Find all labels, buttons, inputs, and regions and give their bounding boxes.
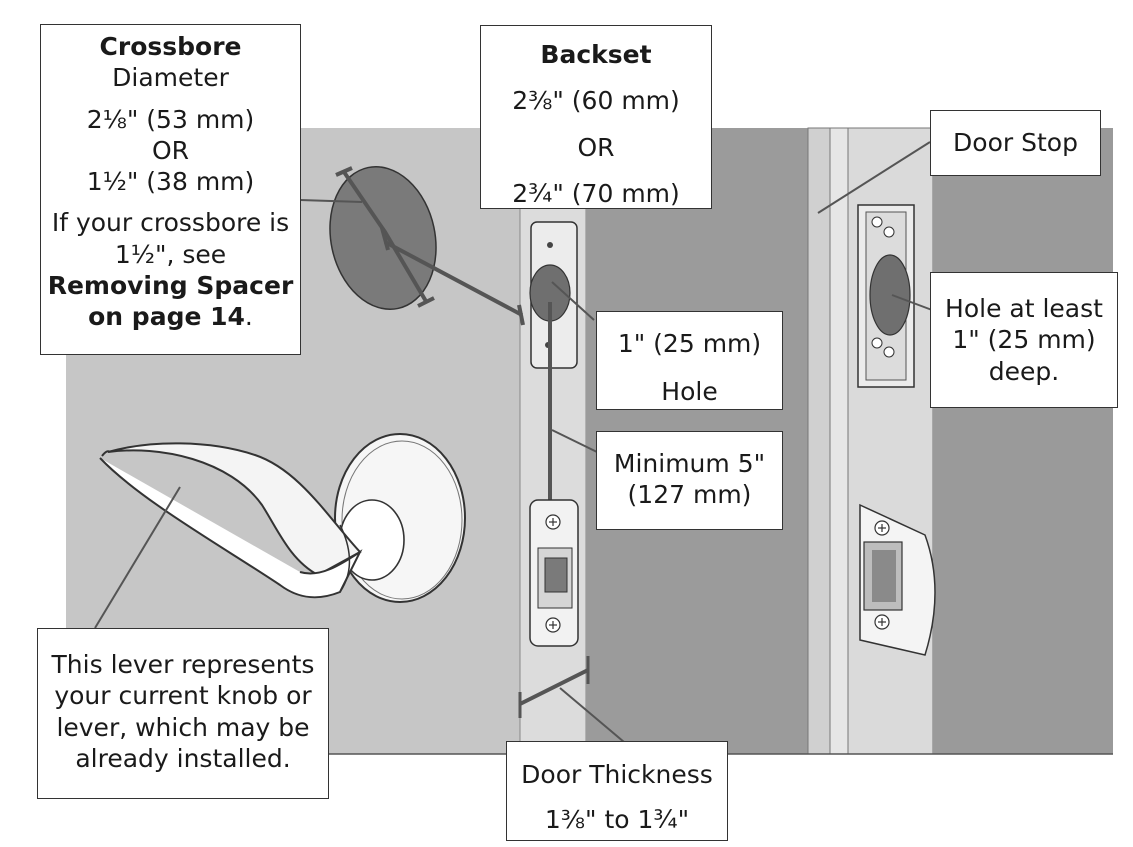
door-stop-label: Door Stop — [953, 128, 1078, 157]
crossbore-size-2: 1½" (38 mm) — [86, 167, 255, 196]
lever-note-line-2: your current knob or — [54, 681, 312, 711]
door-thickness-title: Door Thickness — [521, 760, 713, 789]
lever-note-callout: This lever represents your current knob … — [37, 628, 329, 799]
strike-hole — [869, 254, 911, 336]
hole-depth-line-2: 1" (25 mm) — [952, 325, 1096, 355]
crossbore-subtitle: Diameter — [112, 63, 229, 93]
backset-callout: Backset 2⅜" (60 mm) OR 2¾" (70 mm) — [480, 25, 712, 209]
hole-depth-line-1: Hole at least — [945, 294, 1103, 323]
lever-note-line-4: already installed. — [75, 743, 291, 773]
backset-size-1: 2⅜" (60 mm) — [512, 86, 680, 116]
hole-callout: 1" (25 mm) Hole — [596, 311, 783, 410]
crossbore-ref-2: on page 14 — [88, 302, 245, 331]
crossbore-ref-end: . — [244, 302, 253, 331]
crossbore-note-1: If your crossbore is — [51, 208, 290, 238]
door-stop-callout: Door Stop — [930, 110, 1101, 176]
crossbore-size-1: 2⅛" (53 mm) — [86, 104, 255, 134]
door-stop-face — [829, 127, 849, 755]
door-thickness-range: 1⅜" to 1¾" — [544, 805, 690, 834]
backset-title: Backset — [540, 40, 652, 69]
crossbore-or: OR — [151, 135, 190, 165]
lever-note-line-1: This lever represents — [51, 650, 315, 679]
lever-note-line-3: lever, which may be — [56, 712, 310, 742]
minimum-distance-callout: Minimum 5" (127 mm) — [596, 431, 783, 530]
minimum-line-2: (127 mm) — [627, 480, 752, 510]
backset-line — [384, 240, 523, 317]
door-thickness-callout: Door Thickness 1⅜" to 1¾" — [506, 741, 728, 841]
jamb-strip — [807, 127, 831, 755]
minimum-line-1: Minimum 5" — [613, 449, 766, 478]
crossbore-ref-1: Removing Spacer — [47, 270, 294, 300]
hole-depth-line-3: deep. — [988, 356, 1060, 386]
hole-depth-callout: Hole at least 1" (25 mm) deep. — [930, 272, 1118, 408]
hole-size: 1" (25 mm) — [617, 329, 762, 358]
backset-or: OR — [577, 132, 615, 162]
backset-size-2: 2¾" (70 mm) — [512, 178, 680, 208]
wall-dark-right — [933, 128, 1113, 754]
crossbore-note-2: 1½", see — [114, 239, 227, 269]
door-thickness-line — [519, 668, 589, 706]
crossbore-title: Crossbore — [99, 32, 242, 61]
hole-label: Hole — [661, 376, 718, 406]
crossbore-callout: Crossbore Diameter 2⅛" (53 mm) OR 1½" (3… — [40, 24, 301, 355]
